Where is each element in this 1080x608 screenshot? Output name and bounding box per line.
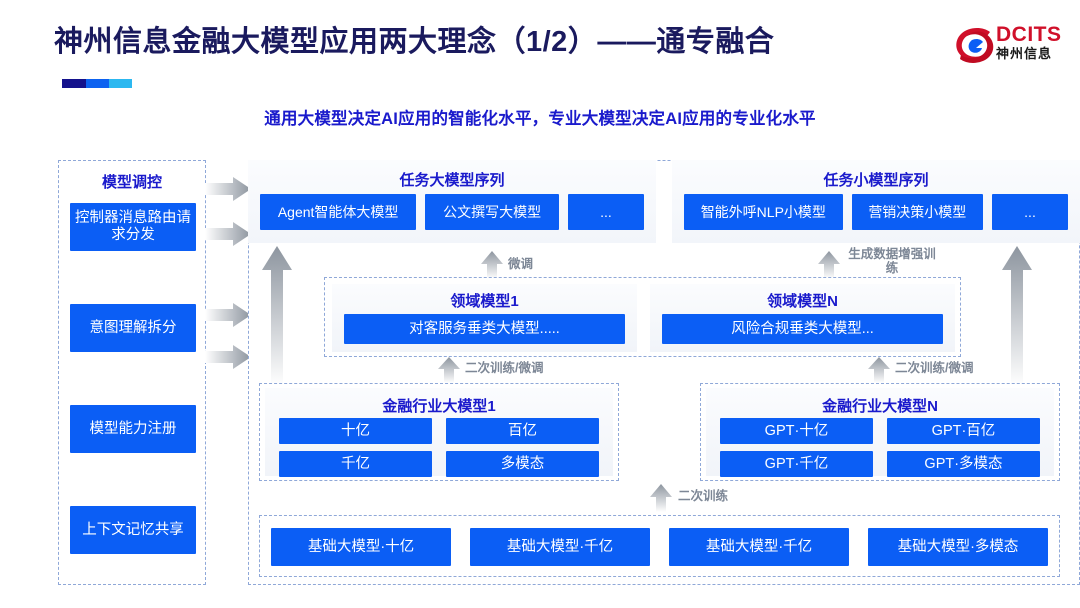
industry-model-n-title: 金融行业大模型N (822, 398, 938, 415)
task-big-model-cells: Agent智能体大模型 公文撰写大模型 ... (260, 194, 644, 230)
flow-arrow-up-data-augment (818, 251, 840, 279)
flow-arrow-right-2 (205, 222, 251, 246)
logo-cn-text: 神州信息 (996, 46, 1053, 61)
sidebar-panel: 模型调控 控制器消息路由请求分发 意图理解拆分 模型能力注册 上下文记忆共享 (58, 160, 206, 585)
accent-segment-1 (62, 79, 86, 88)
task-cell-marketing-decision-small-model[interactable]: 营销决策小模型 (851, 194, 984, 230)
page-subtitle: 通用大模型决定AI应用的智能化水平，专业大模型决定AI应用的专业化水平 (264, 110, 816, 128)
industry-n-cell-gpt-ten-billion[interactable]: GPT·百亿 (887, 418, 1040, 444)
industry-1-cell-multimodal[interactable]: 多模态 (446, 451, 599, 477)
domain-model-n-panel: 领域模型N 风险合规垂类大模型... (650, 284, 955, 352)
domain-model-n-cell[interactable]: 风险合规垂类大模型... (662, 314, 943, 344)
base-model-cells: 基础大模型·十亿 基础大模型·千亿 基础大模型·千亿 基础大模型·多模态 (271, 528, 1048, 566)
industry-n-cell-gpt-multimodal[interactable]: GPT·多模态 (887, 451, 1040, 477)
logo-text-block: DCITS 神州信息 (996, 24, 1062, 62)
accent-segment-3 (109, 79, 132, 88)
industry-model-1-panel: 金融行业大模型1 十亿 百亿 千亿 多模态 (265, 388, 613, 477)
task-big-model-sequence-panel: 任务大模型序列 Agent智能体大模型 公文撰写大模型 ... (248, 160, 656, 243)
accent-segment-2 (86, 79, 109, 88)
flow-arrow-right-3 (205, 303, 251, 327)
task-big-model-sequence-title: 任务大模型序列 (399, 172, 505, 189)
sidebar-item-intent-parsing[interactable]: 意图理解拆分 (70, 304, 196, 352)
industry-model-n-cells: GPT·十亿 GPT·百亿 GPT·千亿 GPT·多模态 (720, 418, 1040, 477)
logo-en-text: DCITS (996, 23, 1062, 46)
flow-arrow-up-tall-left (262, 246, 292, 386)
flow-arrow-up-retrain-center (650, 484, 672, 512)
industry-model-n-panel: 金融行业大模型N GPT·十亿 GPT·百亿 GPT·千亿 GPT·多模态 (706, 388, 1054, 477)
industry-model-1-container: 金融行业大模型1 十亿 百亿 千亿 多模态 (259, 383, 619, 481)
domain-model-1-cell[interactable]: 对客服务垂类大模型..... (344, 314, 625, 344)
flow-arrow-right-4 (205, 345, 251, 369)
task-cell-document-writing-llm[interactable]: 公文撰写大模型 (425, 194, 559, 230)
industry-n-cell-gpt-hundred-billion[interactable]: GPT·千亿 (720, 451, 873, 477)
task-small-model-sequence-panel: 任务小模型序列 智能外呼NLP小模型 营销决策小模型 ... (672, 160, 1080, 243)
base-cell-hundred-billion-2[interactable]: 基础大模型·千亿 (669, 528, 849, 566)
base-cell-multimodal[interactable]: 基础大模型·多模态 (868, 528, 1048, 566)
task-small-model-sequence-title: 任务小模型序列 (823, 172, 929, 189)
base-cell-hundred-billion-1[interactable]: 基础大模型·千亿 (470, 528, 650, 566)
page-title: 神州信息金融大模型应用两大理念（1/2）——通专融合 (54, 26, 775, 58)
flow-label-finetune: 微调 (508, 257, 534, 271)
flow-label-retrain-left: 二次训练/微调 (465, 361, 544, 375)
industry-n-cell-gpt-billion[interactable]: GPT·十亿 (720, 418, 873, 444)
task-cell-agent-llm[interactable]: Agent智能体大模型 (260, 194, 417, 230)
flow-arrow-up-retrain-left (438, 357, 460, 383)
domain-model-n-title: 领域模型N (767, 293, 838, 310)
flow-arrow-up-tall-right (1002, 246, 1032, 386)
flow-label-data-augment: 生成数据增强训练 (848, 247, 936, 275)
domain-model-container: 领域模型1 对客服务垂类大模型..... 领域模型N 风险合规垂类大模型... (324, 277, 961, 357)
task-cell-more-big[interactable]: ... (568, 194, 644, 230)
domain-model-1-title: 领域模型1 (450, 293, 519, 310)
dcits-logo: DCITS 神州信息 (952, 22, 1072, 74)
sidebar-item-capability-registry[interactable]: 模型能力注册 (70, 405, 196, 453)
sidebar-title: 模型调控 (101, 174, 162, 191)
base-model-container: 基础大模型·十亿 基础大模型·千亿 基础大模型·千亿 基础大模型·多模态 (259, 515, 1060, 577)
flow-arrow-up-retrain-right (868, 357, 890, 383)
industry-model-n-container: 金融行业大模型N GPT·十亿 GPT·百亿 GPT·千亿 GPT·多模态 (700, 383, 1060, 481)
task-cell-outbound-nlp-small-model[interactable]: 智能外呼NLP小模型 (684, 194, 843, 230)
sidebar-item-context-memory[interactable]: 上下文记忆共享 (70, 506, 196, 554)
accent-bar (62, 79, 132, 88)
task-small-model-cells: 智能外呼NLP小模型 营销决策小模型 ... (684, 194, 1069, 230)
domain-model-1-panel: 领域模型1 对客服务垂类大模型..... (332, 284, 637, 352)
industry-1-cell-hundred-billion[interactable]: 千亿 (279, 451, 432, 477)
flow-arrow-right-1 (205, 177, 251, 201)
base-cell-billion[interactable]: 基础大模型·十亿 (271, 528, 451, 566)
task-cell-more-small[interactable]: ... (992, 194, 1069, 230)
flow-label-retrain-center: 二次训练 (678, 489, 729, 503)
flow-label-retrain-right: 二次训练/微调 (895, 361, 974, 375)
industry-1-cell-ten-billion[interactable]: 百亿 (446, 418, 599, 444)
industry-1-cell-billion[interactable]: 十亿 (279, 418, 432, 444)
flow-arrow-up-finetune (481, 251, 503, 279)
logo-swirl-icon (956, 28, 994, 63)
sidebar-item-controller-routing[interactable]: 控制器消息路由请求分发 (70, 203, 196, 251)
industry-model-1-cells: 十亿 百亿 千亿 多模态 (279, 418, 599, 477)
industry-model-1-title: 金融行业大模型1 (382, 398, 496, 415)
